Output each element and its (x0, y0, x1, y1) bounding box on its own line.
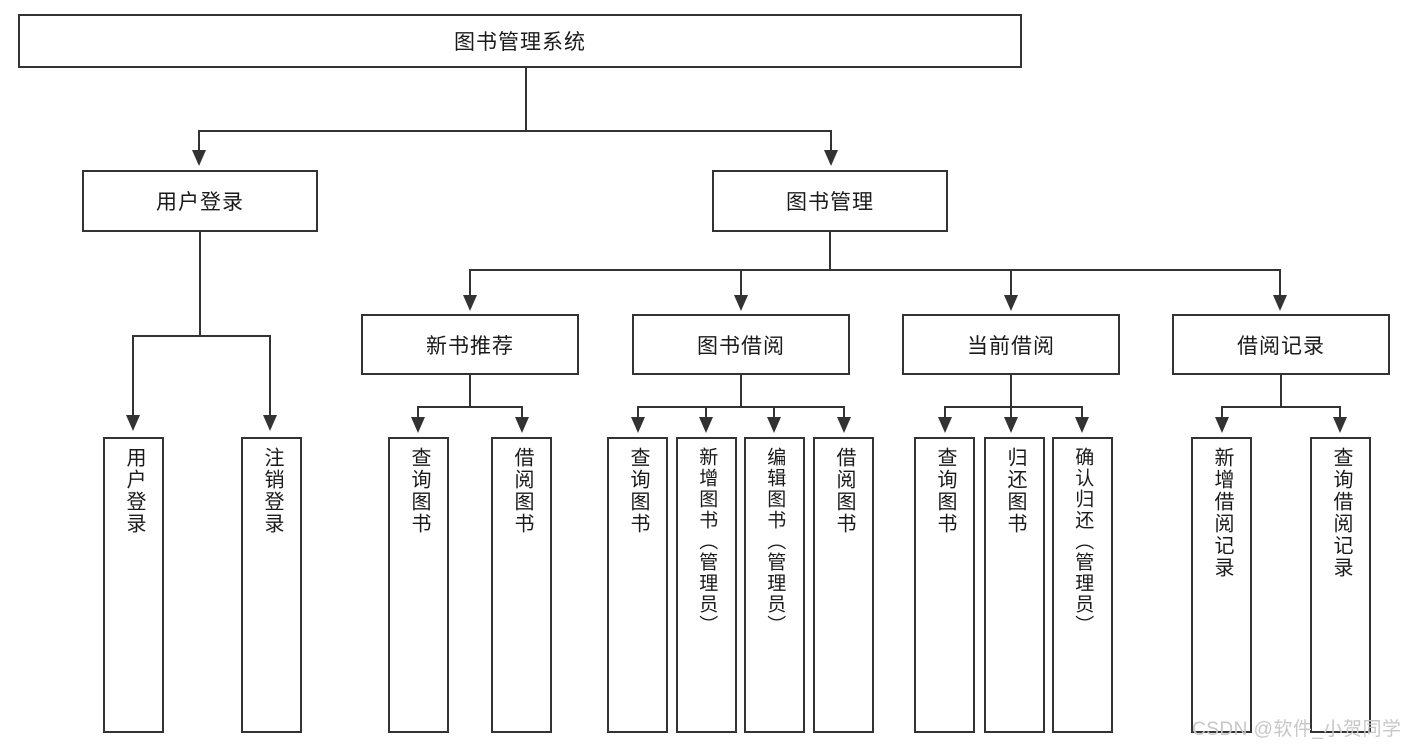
arrow-to-book-management (824, 150, 838, 166)
leaf-label: 查询图书 (934, 447, 956, 535)
arrow-to-new-book-recommend (463, 295, 477, 311)
leaf-label: 注销登录 (261, 447, 283, 535)
leaf-label: 用户登录 (123, 447, 145, 535)
leaf-label: 查询借阅记录 (1330, 447, 1352, 579)
leaf-label: 查询图书 (408, 447, 430, 535)
connector-level3-bar (469, 269, 1281, 271)
leaf-query-book-borrow[interactable]: 查询图书 (607, 437, 668, 733)
connector-current-borrow-drop-2 (1010, 406, 1012, 419)
node-label: 借阅记录 (1237, 334, 1325, 358)
node-label: 图书借阅 (697, 334, 785, 358)
arrow-to-leaf-query-book-2 (631, 417, 645, 433)
leaf-label: 新增借阅记录 (1211, 447, 1233, 579)
leaf-query-borrow-record[interactable]: 查询借阅记录 (1310, 437, 1371, 733)
connector-level2-drop-left (198, 130, 200, 152)
connector-level3-drop-1 (469, 269, 471, 297)
leaf-add-borrow-record[interactable]: 新增借阅记录 (1191, 437, 1252, 733)
connector-level3-drop-4 (1279, 269, 1281, 297)
connector-book-management-stem (829, 232, 831, 271)
node-borrow-record[interactable]: 借阅记录 (1172, 314, 1390, 375)
leaf-label: 借阅图书 (511, 447, 533, 535)
connector-new-book-stem (469, 375, 471, 408)
connector-current-borrow-drop-1 (944, 406, 946, 419)
leaf-return-book[interactable]: 归还图书 (984, 437, 1045, 733)
arrow-to-leaf-add-book (699, 417, 713, 433)
leaf-label: 借阅图书 (833, 447, 855, 535)
node-root-book-management-system[interactable]: 图书管理系统 (18, 14, 1022, 68)
watermark-text: CSDN @软件_小贺同学 (1192, 719, 1402, 740)
connector-user-login-bar (132, 335, 269, 337)
node-label: 新书推荐 (426, 334, 514, 358)
connector-book-borrow-bar (637, 406, 845, 408)
leaf-label: 查询图书 (627, 447, 649, 535)
connector-book-borrow-stem (740, 375, 742, 408)
arrow-to-borrow-record (1273, 295, 1287, 311)
connector-book-borrow-drop-3 (773, 406, 775, 419)
connector-level2-bar (198, 130, 832, 132)
arrow-to-leaf-confirm-return (1075, 417, 1089, 433)
connector-new-book-drop-1 (417, 406, 419, 419)
leaf-confirm-return-admin[interactable]: 确认归还（管理员） (1052, 437, 1113, 733)
connector-borrow-record-drop-2 (1339, 406, 1341, 419)
arrow-to-leaf-query-record (1333, 417, 1347, 433)
connector-root-stem (525, 68, 527, 131)
connector-book-borrow-drop-2 (705, 406, 707, 419)
connector-user-login-drop-1 (132, 335, 134, 417)
node-new-book-recommend[interactable]: 新书推荐 (361, 314, 579, 375)
node-label: 图书管理 (786, 191, 874, 214)
arrow-to-leaf-borrow-book-2 (837, 417, 851, 433)
arrow-to-leaf-borrow-book-1 (515, 417, 529, 433)
leaf-user-login[interactable]: 用户登录 (103, 437, 164, 733)
node-current-borrow[interactable]: 当前借阅 (902, 314, 1120, 375)
arrow-to-leaf-query-book-3 (938, 417, 952, 433)
connector-level2-drop-right (830, 130, 832, 152)
connector-level3-drop-3 (1010, 269, 1012, 297)
leaf-label: 确认归还（管理员） (1072, 447, 1094, 636)
leaf-query-book-current[interactable]: 查询图书 (914, 437, 975, 733)
arrow-to-leaf-logout (263, 415, 277, 431)
node-label: 当前借阅 (967, 334, 1055, 358)
leaf-edit-book-admin[interactable]: 编辑图书（管理员） (744, 437, 805, 733)
arrow-to-user-login (192, 150, 206, 166)
node-book-management[interactable]: 图书管理 (712, 170, 948, 232)
node-book-borrow[interactable]: 图书借阅 (632, 314, 850, 375)
arrow-to-leaf-return-book (1004, 417, 1018, 433)
connector-book-borrow-drop-1 (637, 406, 639, 419)
node-label: 图书管理系统 (454, 31, 586, 54)
arrow-to-leaf-edit-book (767, 417, 781, 433)
leaf-label: 编辑图书（管理员） (764, 447, 786, 636)
leaf-add-book-admin[interactable]: 新增图书（管理员） (676, 437, 737, 733)
connector-borrow-record-drop-1 (1221, 406, 1223, 419)
arrow-to-leaf-query-book-1 (411, 417, 425, 433)
leaf-label: 新增图书（管理员） (696, 447, 718, 636)
connector-borrow-record-stem (1280, 375, 1282, 408)
arrow-to-book-borrow (734, 295, 748, 311)
connector-book-borrow-drop-4 (843, 406, 845, 419)
arrow-to-current-borrow (1004, 295, 1018, 311)
connector-new-book-bar (417, 406, 522, 408)
leaf-borrow-book-new-recommend[interactable]: 借阅图书 (491, 437, 552, 733)
connector-user-login-drop-2 (269, 335, 271, 417)
connector-user-login-stem (199, 232, 201, 336)
csdn-watermark: CSDN @软件_小贺同学 (1192, 714, 1401, 741)
leaf-borrow-book[interactable]: 借阅图书 (813, 437, 874, 733)
connector-current-borrow-drop-3 (1081, 406, 1083, 419)
node-label: 用户登录 (156, 191, 244, 214)
connector-level3-drop-2 (740, 269, 742, 297)
connector-current-borrow-bar (944, 406, 1083, 408)
node-user-login[interactable]: 用户登录 (82, 170, 318, 232)
connector-current-borrow-stem (1010, 375, 1012, 408)
connector-new-book-drop-2 (521, 406, 523, 419)
connector-borrow-record-bar (1221, 406, 1341, 408)
leaf-logout[interactable]: 注销登录 (241, 437, 302, 733)
leaf-label: 归还图书 (1004, 447, 1026, 535)
leaf-query-book-new-recommend[interactable]: 查询图书 (388, 437, 449, 733)
arrow-to-leaf-user-login (126, 415, 140, 431)
arrow-to-leaf-add-record (1215, 417, 1229, 433)
